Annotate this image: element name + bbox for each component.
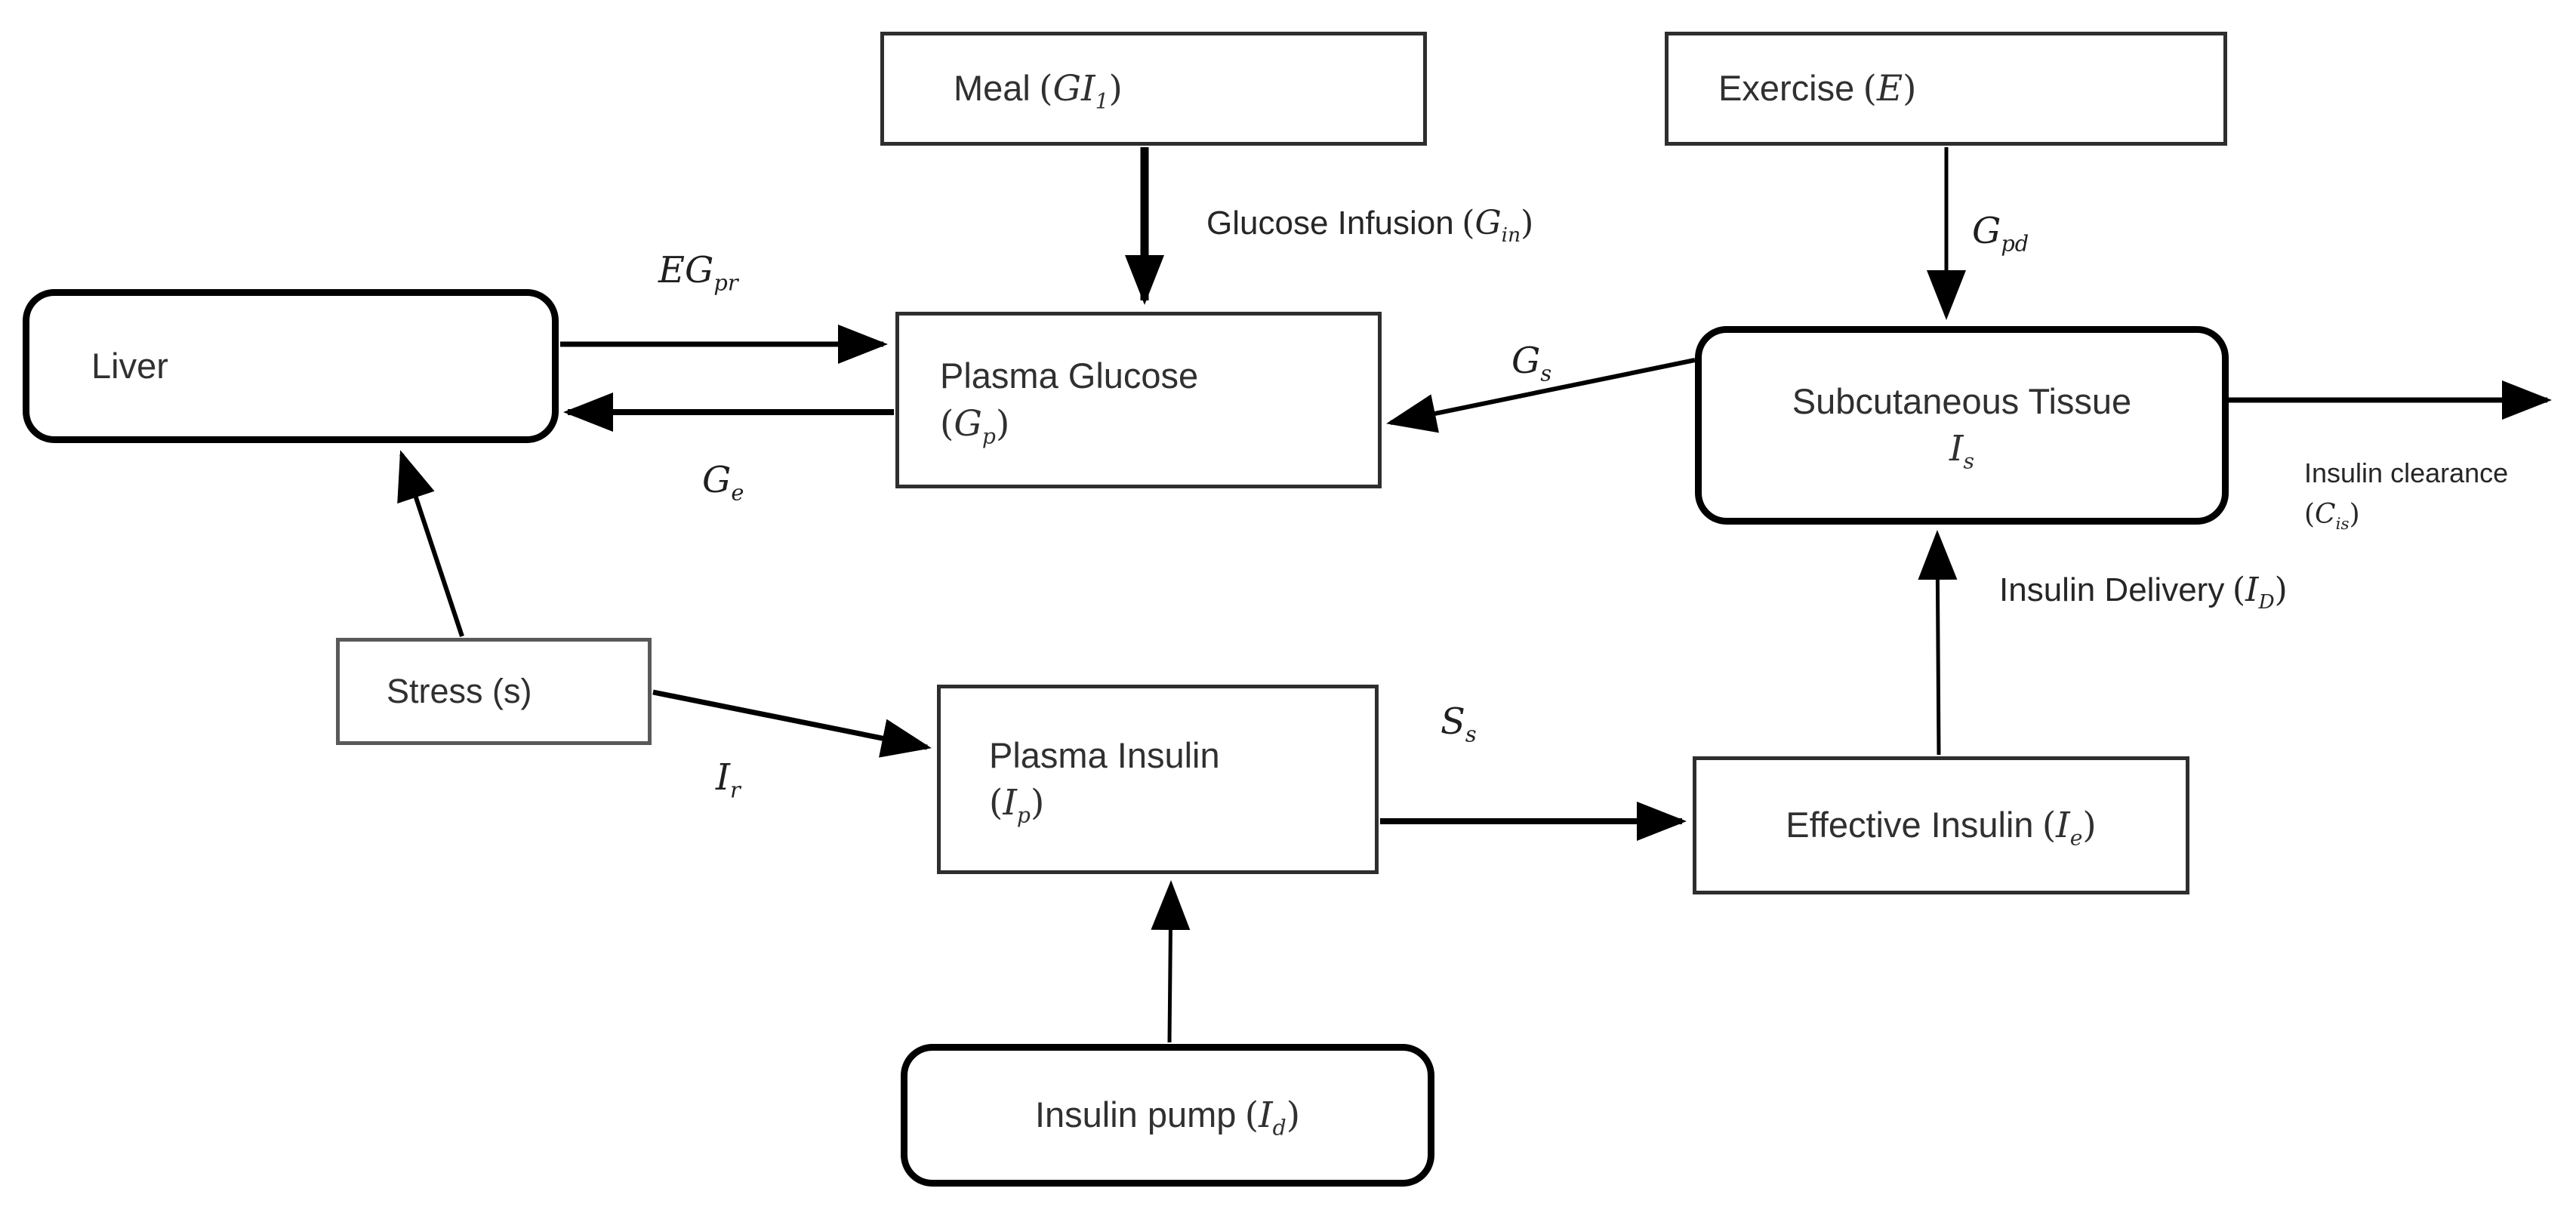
- liver-box-label: Liver: [91, 343, 168, 389]
- s-s-sub: s: [1465, 721, 1477, 747]
- glucose-infusion-sub: in: [1501, 223, 1521, 247]
- insulin-clearance-math: C: [2315, 499, 2336, 530]
- exercise-box: Exercise(E): [1665, 32, 2227, 146]
- g-pd-label: Gpd: [1972, 210, 2029, 254]
- arrow-stress-to-liver: [397, 450, 464, 637]
- stress-box: Stress (s): [336, 638, 652, 745]
- arrow-stress-to-plasma-insulin: [652, 689, 932, 758]
- effective-insulin-lparen: (: [2041, 804, 2057, 846]
- stress-text: Stress (s): [387, 672, 532, 711]
- insulin-delivery-lparen: (: [2232, 571, 2246, 609]
- effective-insulin-math: I: [2056, 804, 2070, 846]
- subcutaneous-tissue-line1: Subcutaneous Tissue: [1792, 378, 2131, 425]
- liver-box: Liver: [23, 289, 559, 443]
- insulin-clearance-text: Insulin clearance: [2304, 457, 2509, 488]
- plasma-insulin-line2: (Ip): [989, 779, 1044, 827]
- plasma-glucose-sub: p: [981, 423, 996, 448]
- subcutaneous-tissue-text: Subcutaneous Tissue: [1792, 380, 2132, 421]
- glucose-infusion-rparen: ): [1521, 204, 1534, 242]
- glucose-infusion-label: Glucose Infusion(Gin): [1206, 204, 1534, 245]
- g-s-math: G: [1511, 340, 1541, 382]
- meal-math: GI: [1052, 67, 1095, 109]
- plasma-glucose-text: Plasma Glucose: [940, 356, 1199, 396]
- meal-rparen: ): [1108, 67, 1123, 109]
- exercise-rparen: ): [1903, 67, 1917, 109]
- exercise-text: Exercise: [1718, 67, 1855, 108]
- s-s-label: Ss: [1441, 700, 1477, 745]
- subcutaneous-tissue-sub: s: [1963, 448, 1975, 474]
- subcutaneous-tissue-line2: Is: [1949, 425, 1974, 473]
- meal-box-label: Meal(GI1): [954, 65, 1123, 112]
- g-e-math: G: [702, 459, 732, 501]
- glucose-infusion-math: G: [1474, 204, 1502, 242]
- effective-insulin-rparen: ): [2082, 804, 2097, 846]
- eg-pr-sub: pr: [713, 269, 738, 296]
- g-pd-math: G: [1972, 210, 2001, 252]
- arrow-subcutaneous-to-plasma-glucose: [1386, 358, 1696, 433]
- insulin-delivery-text: Insulin Delivery: [1999, 571, 2225, 608]
- plasma-insulin-math: I: [1003, 782, 1017, 824]
- effective-insulin-box: Effective Insulin(Ie): [1693, 756, 2189, 894]
- insulin-delivery-label: Insulin Delivery(ID): [1999, 571, 2288, 611]
- liver-text: Liver: [91, 345, 168, 386]
- insulin-pump-sub: d: [1272, 1115, 1286, 1141]
- insulin-clearance-sub: is: [2335, 515, 2350, 534]
- insulin-pump-box: Insulin pump(Id): [901, 1044, 1434, 1187]
- insulin-clearance-lparen: (: [2304, 499, 2316, 530]
- subcutaneous-tissue-math: I: [1949, 428, 1964, 469]
- plasma-glucose-line2: (Gp): [940, 400, 1009, 448]
- meal-lparen: (: [1039, 67, 1053, 109]
- stress-box-label: Stress (s): [387, 669, 532, 713]
- insulin-pump-rparen: ): [1286, 1094, 1301, 1136]
- insulin-clearance-rparen: ): [2349, 499, 2360, 530]
- g-s-sub: s: [1540, 360, 1552, 386]
- exercise-lparen: (: [1863, 67, 1877, 109]
- plasma-glucose-lparen: (: [940, 402, 954, 445]
- insulin-delivery-sub: D: [2258, 590, 2275, 614]
- exercise-box-label: Exercise(E): [1718, 65, 1917, 112]
- plasma-insulin-sub: p: [1016, 802, 1031, 828]
- plasma-insulin-box: Plasma Insulin (Ip): [937, 685, 1379, 874]
- g-e-label: Ge: [702, 459, 744, 503]
- eg-pr-math: EG: [658, 249, 714, 291]
- plasma-glucose-math: G: [954, 402, 982, 445]
- arrow-insulin-pump-to-plasma-insulin: [1151, 880, 1191, 1043]
- effective-insulin-sub: e: [2069, 825, 2083, 851]
- meal-text: Meal: [954, 67, 1031, 108]
- insulin-pump-label: Insulin pump(Id): [1035, 1091, 1300, 1139]
- plasma-glucose-line1: Plasma Glucose: [940, 353, 1198, 399]
- insulin-pump-text: Insulin pump: [1034, 1094, 1237, 1134]
- insulin-pump-math: I: [1259, 1094, 1273, 1136]
- plasma-insulin-text: Plasma Insulin: [989, 734, 1220, 775]
- i-r-sub: r: [729, 777, 741, 803]
- effective-insulin-text: Effective Insulin: [1786, 804, 2034, 845]
- meal-box: Meal(GI1): [880, 32, 1427, 146]
- insulin-clearance-line1: Insulin clearance: [2304, 453, 2508, 494]
- plasma-insulin-lparen: (: [989, 782, 1003, 824]
- plasma-glucose-rparen: ): [995, 402, 1010, 445]
- glucose-infusion-text: Glucose Infusion: [1206, 205, 1454, 242]
- insulin-clearance-label: Insulin clearance (Cis): [2304, 453, 2508, 535]
- i-r-label: Ir: [716, 756, 741, 801]
- arrow-effective-insulin-to-subcutaneous: [1918, 530, 1958, 756]
- insulin-delivery-rparen: ): [2274, 571, 2288, 609]
- subcutaneous-tissue-box: Subcutaneous Tissue Is: [1695, 326, 2229, 525]
- insulin-clearance-line2: (Cis): [2304, 494, 2508, 535]
- plasma-insulin-line1: Plasma Insulin: [989, 732, 1220, 779]
- g-s-label: Gs: [1511, 340, 1551, 384]
- g-pd-sub: pd: [2001, 230, 2029, 257]
- insulin-delivery-math: I: [2245, 571, 2259, 609]
- meal-sub: 1: [1095, 88, 1109, 114]
- g-e-sub: e: [731, 479, 744, 506]
- plasma-insulin-rparen: ): [1030, 782, 1045, 824]
- s-s-math: S: [1441, 700, 1465, 743]
- exercise-math: E: [1876, 67, 1903, 109]
- insulin-pump-lparen: (: [1244, 1094, 1259, 1136]
- eg-pr-label: EGpr: [658, 249, 738, 294]
- plasma-glucose-box: Plasma Glucose (Gp): [895, 312, 1382, 488]
- i-r-math: I: [716, 756, 730, 799]
- glucose-infusion-lparen: (: [1462, 204, 1475, 242]
- effective-insulin-label: Effective Insulin(Ie): [1786, 802, 2097, 849]
